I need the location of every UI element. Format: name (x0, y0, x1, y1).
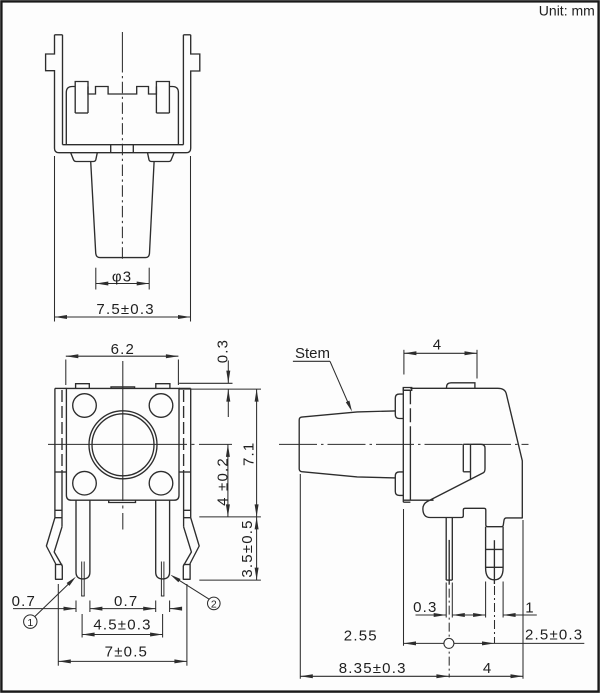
svg-text:2.5±0.3: 2.5±0.3 (525, 626, 583, 643)
svg-text:1: 1 (27, 617, 33, 629)
svg-text:Unit: mm: Unit: mm (539, 2, 595, 18)
svg-text:φ3: φ3 (112, 268, 132, 285)
svg-text:0.3: 0.3 (413, 599, 437, 616)
svg-text:0.3: 0.3 (214, 339, 231, 363)
svg-text:Stem: Stem (295, 345, 330, 362)
svg-text:1: 1 (525, 599, 535, 616)
svg-text:2: 2 (211, 599, 217, 611)
svg-text:3.5±0.5: 3.5±0.5 (239, 519, 256, 577)
svg-text:4: 4 (433, 337, 443, 354)
svg-text:7±0.5: 7±0.5 (105, 643, 148, 660)
svg-text:6.2: 6.2 (111, 341, 135, 358)
svg-text:2.55: 2.55 (344, 627, 378, 644)
svg-text:4 ±0.2: 4 ±0.2 (215, 457, 232, 506)
svg-text:8.35±0.3: 8.35±0.3 (339, 660, 407, 677)
svg-text:7.5±0.3: 7.5±0.3 (96, 301, 154, 318)
svg-text:4.5±0.3: 4.5±0.3 (93, 616, 151, 633)
svg-text:0.7: 0.7 (12, 593, 36, 610)
svg-text:4: 4 (483, 660, 493, 677)
svg-text:0.7: 0.7 (114, 593, 138, 610)
svg-text:7.1: 7.1 (240, 442, 257, 466)
